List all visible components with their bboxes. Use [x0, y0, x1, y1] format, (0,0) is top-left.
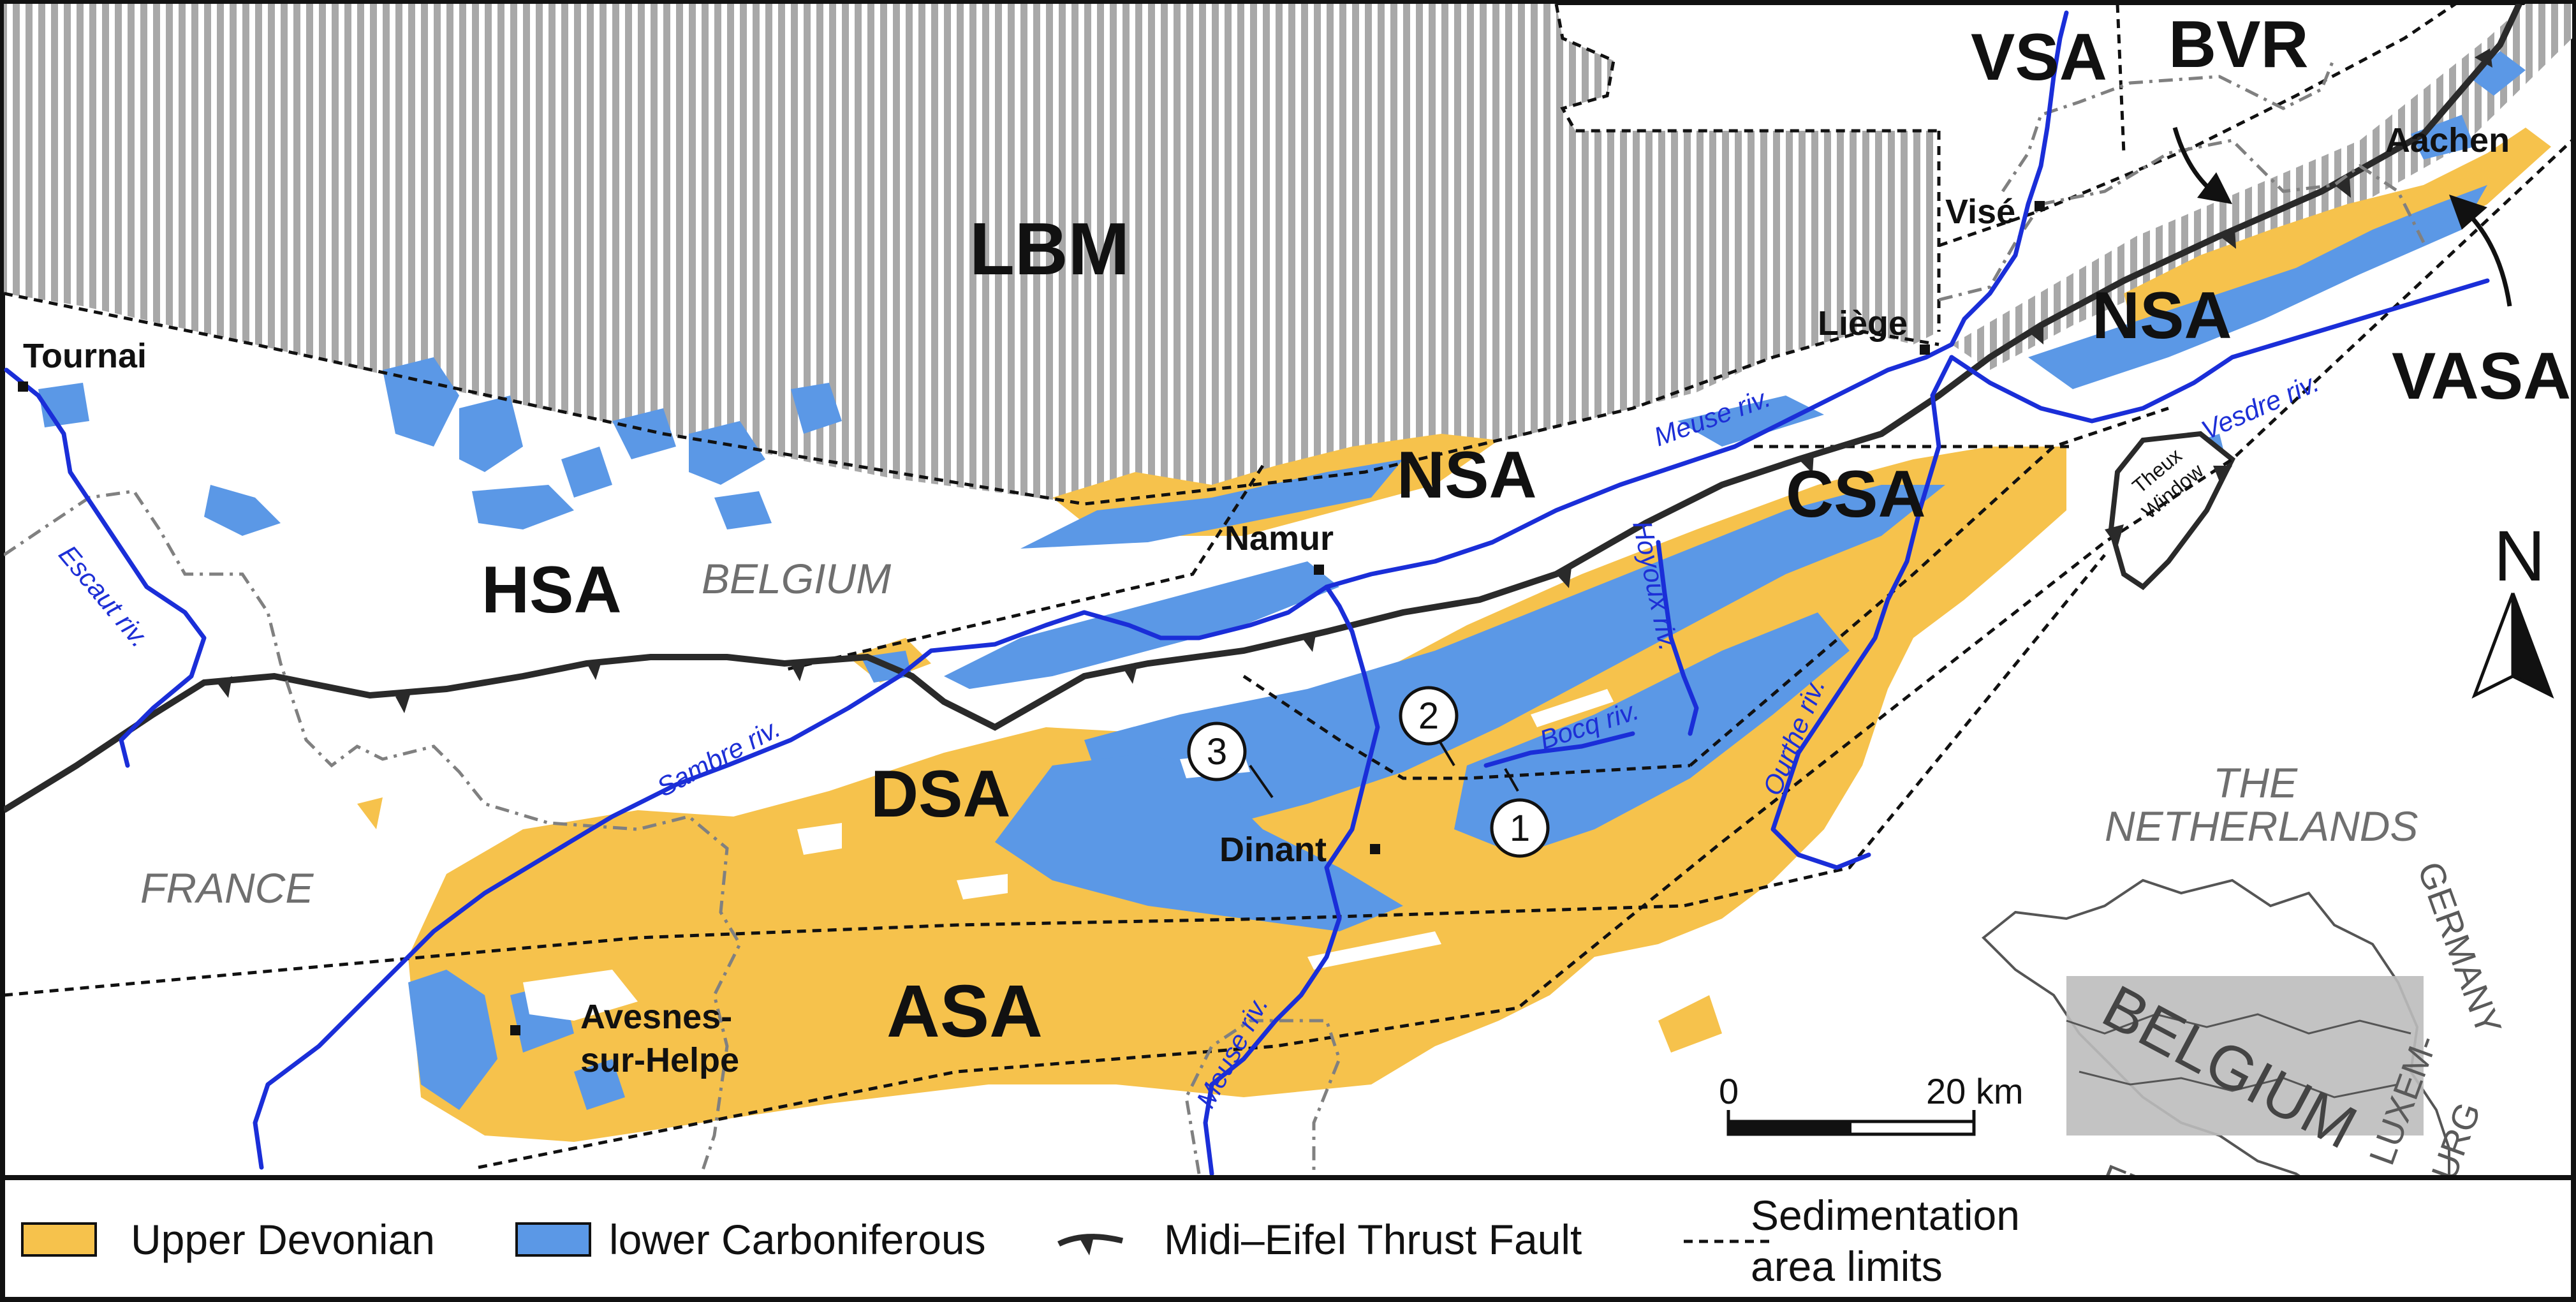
city-avesnes-line2: sur-Helpe — [580, 1041, 739, 1079]
label-vasa: VASA — [2392, 339, 2571, 413]
label-arrowheads — [2197, 172, 2487, 230]
locality-1-marker — [1490, 798, 1550, 858]
label-asa: ASA — [887, 970, 1043, 1053]
sambre-river — [253, 584, 1329, 1170]
city-dinant: Dinant — [1219, 831, 1327, 869]
city-vise: Visé — [1945, 193, 2015, 231]
country-netherlands-line2: NETHERLANDS — [2105, 803, 2418, 850]
city-avesnes-line1: Avesnes- — [580, 998, 732, 1036]
lbm-hatched-area — [4, 4, 1939, 504]
legend: Upper Devonian lower Carboniferous Midi–… — [3, 1175, 2573, 1290]
locality-2-marker — [1399, 686, 1459, 746]
legend-lower-carboniferous: lower Carboniferous — [609, 1216, 986, 1263]
label-nsa-east: NSA — [2092, 279, 2232, 353]
ourthe-river — [1770, 355, 1954, 870]
locality-2-label: 2 — [1418, 695, 1439, 737]
scale-max: 20 km — [1926, 1071, 2024, 1111]
hoyoux-river — [1656, 540, 1699, 736]
north-label: N — [2494, 516, 2545, 596]
legend-swatch-upper-devonian — [21, 1222, 97, 1257]
country-france: FRANCE — [140, 864, 314, 912]
city-aachen: Aachen — [2385, 121, 2510, 159]
north-arrow: N — [2471, 516, 2554, 699]
label-lbm: LBM — [969, 207, 1130, 290]
label-csa: CSA — [1786, 457, 1926, 531]
label-vsa: VSA — [1971, 20, 2107, 94]
inset-study-area — [2066, 976, 2424, 1136]
label-dsa: DSA — [871, 757, 1011, 831]
country-belgium: BELGIUM — [702, 555, 891, 602]
lower-carboniferous-outcrops — [38, 51, 2526, 1110]
locality-3-label: 3 — [1207, 731, 1227, 773]
label-bvr: BVR — [2168, 8, 2309, 82]
legend-limits-line1: Sedimentation — [1751, 1192, 2020, 1239]
legend-upper-devonian: Upper Devonian — [131, 1216, 435, 1263]
legend-swatch-lower-carboniferous — [515, 1222, 591, 1257]
thrust-fault-teeth — [217, 48, 2492, 713]
bocq-river — [1483, 731, 1635, 768]
city-tournai: Tournai — [23, 337, 147, 375]
locality-markers: 1 2 3 — [1187, 686, 1550, 858]
bvr-hatched-strip — [1952, 4, 2572, 370]
meuse-river — [1203, 10, 2069, 1176]
rivers — [4, 10, 2490, 1176]
inset-map: BELGIUM GERMANY FRANCE LUXEM- BOURG — [1982, 857, 2510, 1176]
legend-fault: Midi–Eifel Thrust Fault — [1164, 1216, 1582, 1263]
country-netherlands-line1: THE — [2213, 759, 2298, 806]
national-borders — [4, 57, 2425, 1174]
label-hsa: HSA — [482, 553, 622, 627]
locality-3-marker — [1187, 721, 1247, 781]
scale-zero: 0 — [1719, 1071, 1739, 1111]
scale-bar: 0 20 km — [1719, 1071, 2024, 1136]
label-nsa-west: NSA — [1397, 438, 1537, 512]
sedimentation-area-limits — [4, 4, 2572, 1169]
city-liege: Liège — [1818, 304, 1908, 343]
locality-1-label: 1 — [1510, 808, 1530, 849]
city-markers — [18, 201, 2045, 1035]
theux-window-outline — [2108, 431, 2236, 591]
escaut-river — [4, 367, 207, 768]
vesdre-river — [1949, 278, 2490, 424]
city-namur: Namur — [1225, 519, 1334, 558]
legend-limits-line2: area limits — [1751, 1243, 1943, 1290]
